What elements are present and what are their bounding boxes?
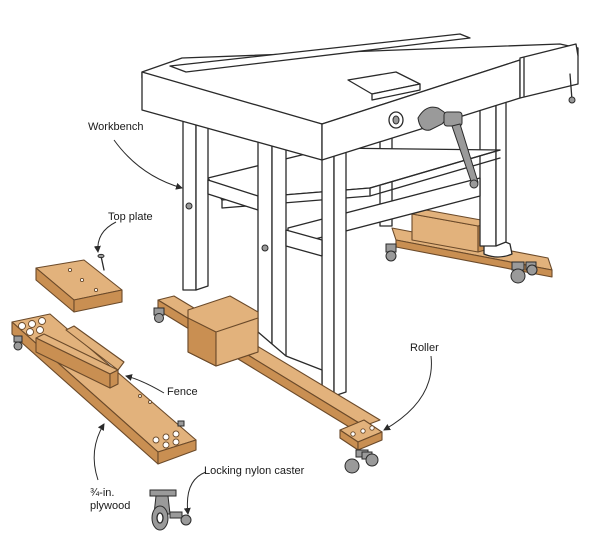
back-dolly (385, 209, 553, 284)
plywood-base-part (11, 313, 197, 465)
caster-wheel-icon (149, 489, 192, 531)
label-workbench: Workbench (88, 121, 144, 133)
label-plywood: ¾-in. plywood (90, 487, 130, 513)
label-roller: Roller (410, 342, 439, 354)
leader-lines (93, 139, 432, 515)
vise-icon (388, 106, 479, 189)
caster-wheel-icon (13, 335, 23, 351)
top-plate-part (35, 259, 123, 313)
screw-icon (97, 253, 105, 271)
label-fence: Fence (167, 386, 198, 398)
caster-wheel-icon (153, 307, 379, 474)
label-top-plate: Top plate (108, 211, 153, 223)
front-dolly (153, 295, 383, 474)
label-locking-nylon-caster: Locking nylon caster (204, 465, 305, 477)
caster-wheel-icon (385, 243, 538, 284)
label-plywood-thickness: ¾-in. (90, 487, 115, 499)
label-plywood-material: plywood (90, 500, 131, 512)
workbench (141, 33, 579, 427)
